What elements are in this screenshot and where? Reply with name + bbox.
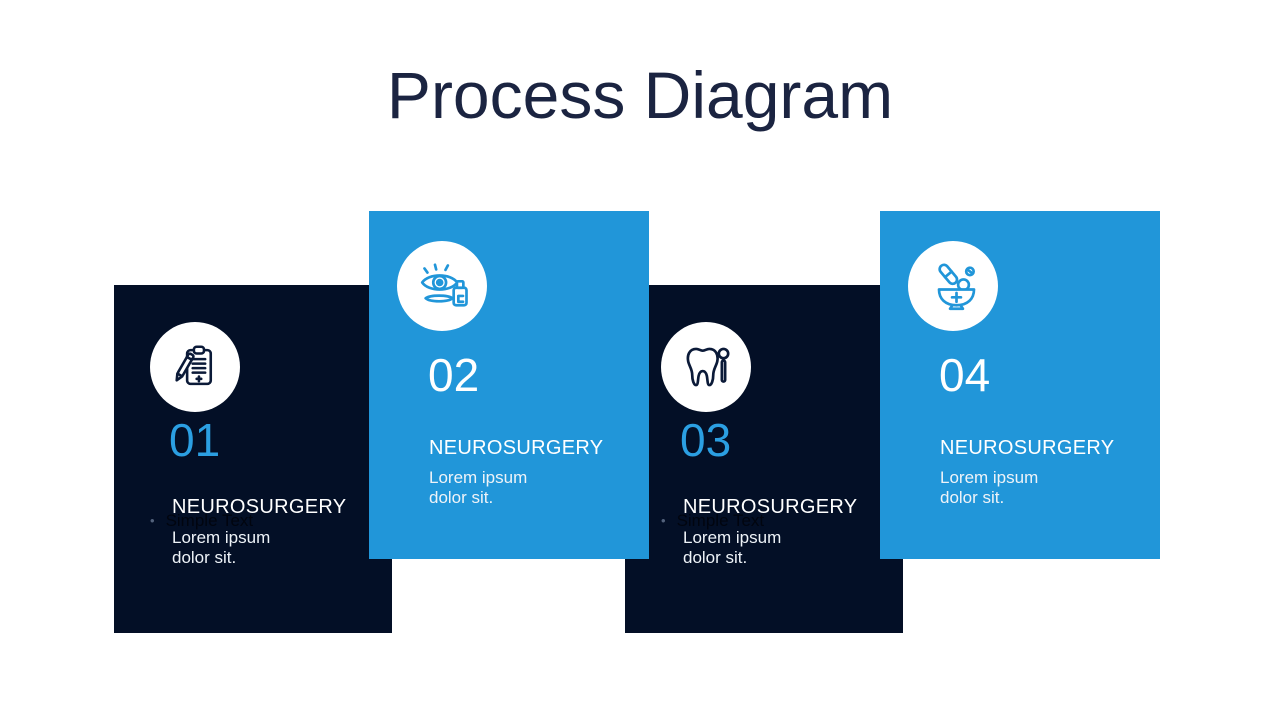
step-title: NEUROSURGERY xyxy=(940,437,1115,459)
eye-care-icon xyxy=(414,258,470,314)
hidden-note-text: Simple Text xyxy=(676,511,765,530)
bullet-glyph: • xyxy=(661,513,666,528)
step-icon-circle xyxy=(397,241,487,331)
step-title: NEUROSURGERY xyxy=(172,496,347,518)
step-description: Lorem ipsum dolor sit. xyxy=(429,468,528,508)
step-description: Lorem ipsum dolor sit. xyxy=(683,528,782,568)
page-title: Process Diagram xyxy=(386,58,894,132)
pharmacy-mortar-icon xyxy=(925,258,981,314)
step-number: 01 xyxy=(169,414,221,466)
process-step-card-4: 04 NEUROSURGERY Lorem ipsum dolor sit. xyxy=(880,211,1160,559)
step-icon-circle xyxy=(661,322,751,412)
clipboard-pen-icon xyxy=(168,340,222,394)
step-description: Lorem ipsum dolor sit. xyxy=(940,468,1039,508)
process-step-card-1: 01 • Simple Text NEUROSURGERY Lorem ipsum… xyxy=(114,285,392,633)
step-description: Lorem ipsum dolor sit. xyxy=(172,528,271,568)
process-step-card-2: 02 NEUROSURGERY Lorem ipsum dolor sit. xyxy=(369,211,649,559)
hidden-bullet-note: • Simple Text xyxy=(661,512,764,529)
step-number: 03 xyxy=(680,414,732,466)
step-title: NEUROSURGERY xyxy=(683,496,858,518)
bullet-glyph: • xyxy=(150,513,155,528)
hidden-note-text: Simple Text xyxy=(165,511,254,530)
step-icon-circle xyxy=(908,241,998,331)
tooth-dental-mirror-icon xyxy=(678,339,734,395)
hidden-bullet-note: • Simple Text xyxy=(150,512,253,529)
step-icon-circle xyxy=(150,322,240,412)
step-number: 04 xyxy=(939,349,991,401)
step-number: 02 xyxy=(428,349,480,401)
step-title: NEUROSURGERY xyxy=(429,437,604,459)
process-step-card-3: 03 • Simple Text NEUROSURGERY Lorem ipsum… xyxy=(625,285,903,633)
